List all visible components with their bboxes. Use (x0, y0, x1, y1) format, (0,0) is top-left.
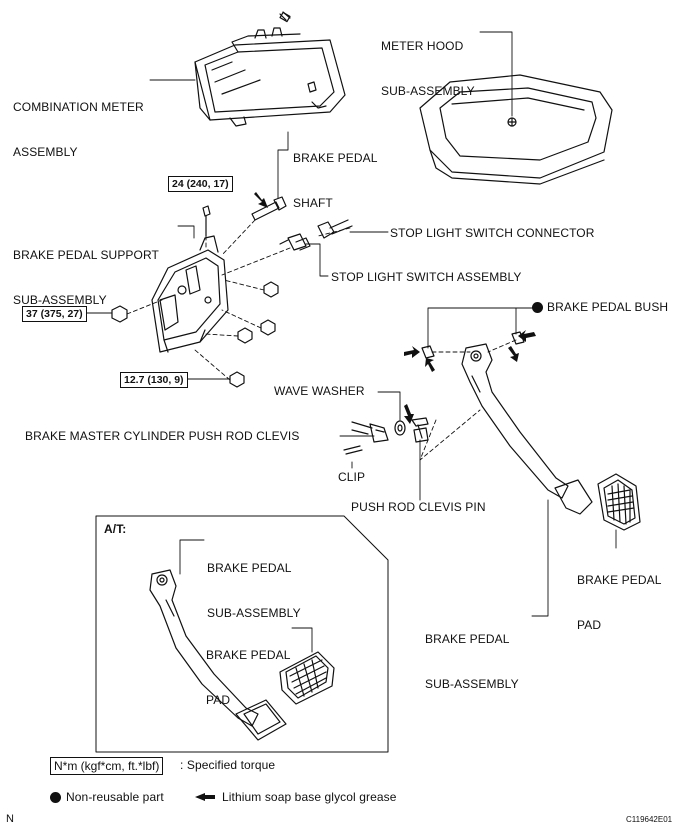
torque-12-7: 12.7 (130, 9) (120, 372, 188, 388)
support-nuts (111, 281, 279, 388)
label-brake-pedal-shaft: BRAKE PEDAL SHAFT (293, 151, 378, 210)
non-reusable-marker (532, 302, 543, 313)
label-wave-washer: WAVE WASHER (274, 384, 365, 398)
label-at-brake-pedal-sub-assembly: BRAKE PEDAL SUB-ASSEMBLY (207, 561, 301, 620)
corner-mark: N (6, 813, 15, 825)
label-at-heading: A/T: (104, 522, 127, 536)
legend-non-reusable-text: Non-reusable part (66, 790, 164, 804)
label-brake-pedal-pad-right: BRAKE PEDAL PAD (577, 573, 662, 632)
label-combination-meter: COMBINATION METER ASSEMBLY (13, 100, 144, 159)
brake-pedal-pad-right-drawing (597, 473, 641, 531)
meter-hood-drawing (419, 74, 613, 185)
legend-torque-text: : Specified torque (180, 758, 276, 772)
label-stop-light-switch-assembly: STOP LIGHT SWITCH ASSEMBLY (331, 270, 522, 284)
label-push-rod-clevis: BRAKE MASTER CYLINDER PUSH ROD CLEVIS (25, 429, 300, 443)
label-brake-pedal-bush: BRAKE PEDAL BUSH (547, 300, 669, 314)
combination-meter-drawing (194, 11, 346, 127)
brake-pedal-shaft-bolt (251, 196, 287, 221)
torque-37: 37 (375, 27) (22, 306, 87, 322)
label-brake-pedal-support: BRAKE PEDAL SUPPORT SUB-ASSEMBLY (13, 248, 159, 307)
at-brake-pedal-drawing (149, 569, 287, 741)
legend-grease-text: Lithium soap base glycol grease (222, 790, 397, 804)
legend-non-reusable-dot (50, 792, 61, 803)
label-stop-light-switch-connector: STOP LIGHT SWITCH CONNECTOR (390, 226, 595, 240)
at-brake-pedal-pad-drawing (279, 651, 335, 705)
legend-torque-box: N*m (kgf*cm, ft.*lbf) (50, 757, 164, 775)
push-rod-clevis-drawing (351, 421, 389, 443)
label-at-brake-pedal-pad: BRAKE PEDAL PAD (206, 648, 291, 707)
figure-code: C119642E01 (626, 815, 673, 824)
label-push-rod-clevis-pin: PUSH ROD CLEVIS PIN (351, 500, 486, 514)
brake-pedal-bush-drawing (421, 331, 525, 359)
brake-pedal-main-drawing (461, 343, 593, 515)
label-brake-pedal-sub-assembly-right: BRAKE PEDAL SUB-ASSEMBLY (425, 632, 519, 691)
stop-light-switch-drawing (279, 233, 311, 251)
brake-pedal-support-drawing (151, 235, 229, 353)
label-clip: CLIP (338, 470, 366, 484)
torque-24: 24 (240, 17) (168, 176, 233, 192)
legend-grease-arrow-icon (193, 790, 217, 804)
label-meter-hood: METER HOOD SUB-ASSEMBLY (381, 39, 475, 98)
